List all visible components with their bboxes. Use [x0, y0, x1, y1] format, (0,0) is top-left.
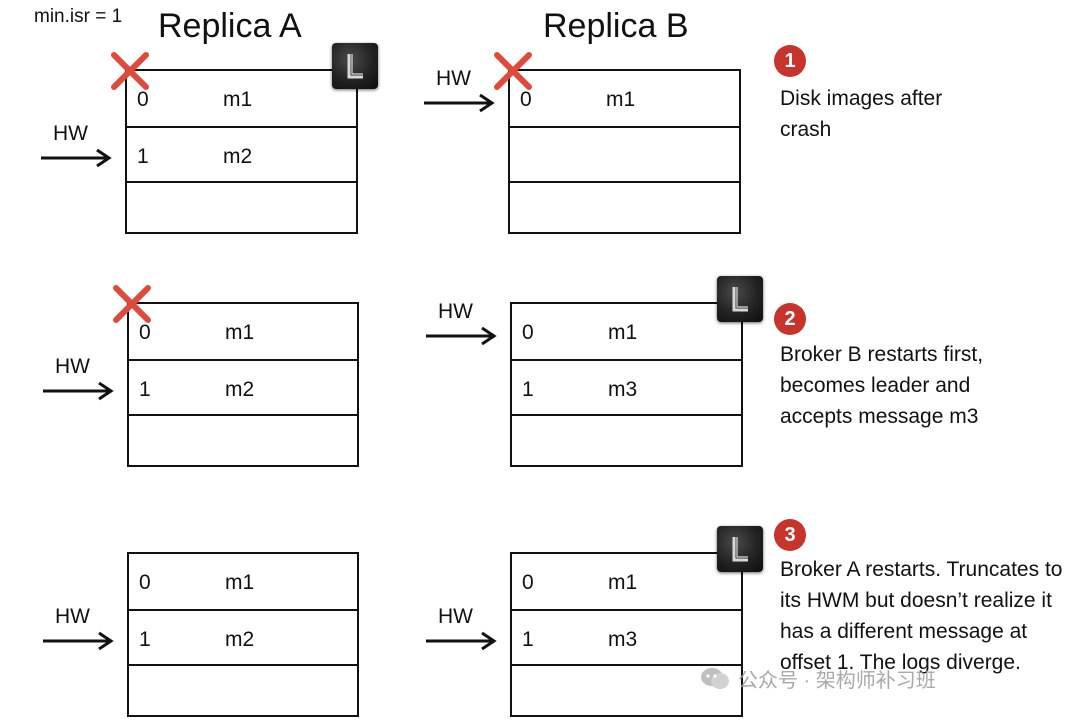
log-entry: 1 m2 [129, 609, 357, 664]
log-entry: 0 m1 [127, 71, 356, 126]
log-entry: 0 m1 [129, 304, 357, 359]
offset-label: 0 [139, 321, 151, 344]
high-watermark-label: HW [438, 604, 473, 628]
crash-cross-icon [494, 52, 532, 90]
log-replica-b-step-1: 0 m1 [508, 69, 741, 234]
log-entry: 0 m1 [510, 71, 739, 126]
offset-label: 1 [139, 378, 151, 401]
step-number-badge: 3 [774, 519, 806, 551]
offset-label: 0 [520, 88, 532, 111]
message-label: m1 [606, 88, 636, 111]
crash-cross-icon [111, 52, 149, 90]
log-entry [129, 664, 357, 719]
message-label: m3 [608, 378, 638, 401]
step-number-badge: 2 [774, 303, 806, 335]
log-entry [512, 664, 741, 719]
step-description: Broker A restarts. Truncates to its HWM … [780, 558, 1063, 674]
log-entry: 0 m1 [129, 554, 357, 609]
leader-icon [717, 526, 763, 572]
log-entry [510, 181, 739, 236]
log-entry [129, 414, 357, 469]
offset-label: 0 [137, 88, 149, 111]
min-isr-config-label: min.isr = 1 [34, 6, 123, 27]
watermark-text: 公众号 · 架构师补习班 [738, 670, 936, 692]
log-entry [127, 181, 356, 236]
high-watermark-arrow-icon [424, 93, 495, 112]
log-entry [510, 126, 739, 181]
leader-letter-glyph [732, 537, 748, 562]
log-entry: 1 m3 [512, 609, 741, 664]
offset-label: 1 [522, 378, 534, 401]
high-watermark-label: HW [438, 299, 473, 323]
message-label: m1 [225, 571, 255, 594]
message-label: m1 [223, 88, 253, 111]
log-entry: 1 m2 [129, 359, 357, 414]
message-label: m1 [608, 571, 638, 594]
leader-icon [332, 43, 378, 89]
offset-label: 1 [522, 628, 534, 651]
step-number-badge: 1 [774, 45, 806, 77]
replica-a-title: Replica A [158, 7, 302, 45]
high-watermark-arrow-icon [41, 148, 112, 167]
message-label: m2 [225, 628, 255, 651]
log-entry: 1 m2 [127, 126, 356, 181]
high-watermark-label: HW [436, 66, 471, 90]
replica-b-title: Replica B [543, 7, 689, 45]
log-replica-b-step-3: 0 m1 1 m3 [510, 552, 743, 717]
offset-label: 1 [139, 628, 151, 651]
high-watermark-arrow-icon [426, 631, 497, 650]
message-label: m1 [608, 321, 638, 344]
log-entry: 1 m3 [512, 359, 741, 414]
log-entry [512, 414, 741, 469]
high-watermark-arrow-icon [43, 631, 114, 650]
log-replica-a-step-3: 0 m1 1 m2 [127, 552, 359, 717]
log-replica-a-step-1: 0 m1 1 m2 [125, 69, 358, 234]
high-watermark-label: HW [55, 354, 90, 378]
crash-cross-icon [113, 285, 151, 323]
step-description: Broker B restarts first, becomes leader … [780, 343, 984, 428]
offset-label: 1 [137, 145, 149, 168]
high-watermark-arrow-icon [426, 326, 497, 345]
leader-letter-glyph [347, 54, 363, 79]
high-watermark-label: HW [53, 121, 88, 145]
leader-letter-glyph [732, 287, 748, 312]
step-description: Disk images after crash [780, 87, 943, 141]
leader-icon [717, 276, 763, 322]
watermark: 公众号 · 架构师补习班 [700, 664, 936, 693]
chat-bubble-icon [701, 667, 729, 689]
offset-label: 0 [139, 571, 151, 594]
offset-label: 0 [522, 571, 534, 594]
high-watermark-label: HW [55, 604, 90, 628]
message-label: m2 [225, 378, 255, 401]
message-label: m2 [223, 145, 253, 168]
high-watermark-arrow-icon [43, 381, 114, 400]
log-replica-a-step-2: 0 m1 1 m2 [127, 302, 359, 467]
log-entry: 0 m1 [512, 554, 741, 609]
log-replica-b-step-2: 0 m1 1 m3 [510, 302, 743, 467]
message-label: m1 [225, 321, 255, 344]
log-entry: 0 m1 [512, 304, 741, 359]
message-label: m3 [608, 628, 638, 651]
offset-label: 0 [522, 321, 534, 344]
